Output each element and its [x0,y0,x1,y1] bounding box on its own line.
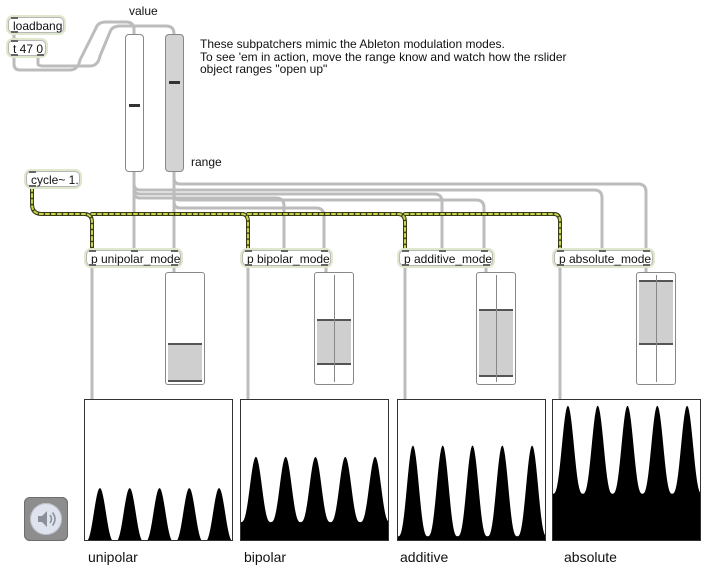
caption-unipolar: unipolar [88,549,138,565]
range-slider-knob[interactable] [169,81,180,84]
trigger-text: t 47 0 [13,42,44,56]
p-absolute-outlet-1[interactable] [557,264,564,266]
rslider-bipolar-centerline [334,275,335,382]
p-unipolar-object[interactable]: p unipolar_mode [86,250,181,266]
trigger-object[interactable]: t 47 0 [8,40,46,56]
range-slider[interactable] [165,34,184,172]
caption-additive: additive [400,549,449,565]
cycle-outlet[interactable] [29,185,36,187]
rslider-unipolar-range[interactable] [168,343,202,382]
rslider-additive[interactable] [476,272,516,385]
p-additive-outlet-1[interactable] [402,264,409,266]
cycle-text: cycle~ 1. [31,173,79,187]
rslider-unipolar[interactable] [165,272,205,385]
scope-absolute [552,399,701,541]
p-unipolar-text: p unipolar_mode [91,252,181,266]
p-bipolar-text: p bipolar_mode [247,252,330,266]
scope-bipolar-waveform [241,456,388,540]
comment-line-3: object ranges "open up" [200,62,328,76]
rslider-absolute[interactable] [636,272,676,385]
p-absolute-inlet-2[interactable] [599,250,606,252]
p-bipolar-outlet-2[interactable] [321,264,328,266]
loadbang-outlet[interactable] [11,31,18,33]
rslider-absolute-centerline [656,275,657,382]
p-bipolar-object[interactable]: p bipolar_mode [242,250,331,266]
comment-line-1: These subpatchers mimic the Ableton modu… [200,37,505,51]
p-unipolar-outlet-1[interactable] [89,264,96,266]
scope-unipolar-waveform [87,488,232,540]
p-bipolar-inlet-3[interactable] [321,250,328,252]
p-unipolar-inlet-2[interactable] [131,250,138,252]
speaker-icon [30,503,62,535]
p-additive-inlet-3[interactable] [481,250,488,252]
p-unipolar-inlet-3[interactable] [171,250,178,252]
p-absolute-object[interactable]: p absolute_mode [554,250,653,266]
p-unipolar-outlet-2[interactable] [171,264,178,266]
trigger-outlet-right[interactable] [37,54,44,56]
trigger-inlet[interactable] [11,40,18,42]
value-slider-knob[interactable] [129,104,140,107]
caption-absolute: absolute [564,549,617,565]
rslider-additive-centerline [496,275,497,382]
scope-absolute-waveform [553,405,700,540]
loadbang-text: loadbang [13,19,63,33]
loadbang-object[interactable]: loadbang [8,17,64,33]
scope-bipolar [240,399,389,541]
caption-bipolar: bipolar [244,549,287,565]
p-bipolar-inlet-1[interactable] [245,250,252,252]
p-additive-outlet-2[interactable] [483,264,490,266]
p-unipolar-inlet-1[interactable] [89,250,96,252]
loadbang-inlet[interactable] [11,17,18,19]
p-additive-object[interactable]: p additive_mode [399,250,493,266]
p-additive-text: p additive_mode [404,252,493,266]
value-slider[interactable] [125,34,144,172]
p-bipolar-outlet-1[interactable] [245,264,252,266]
rslider-bipolar[interactable] [314,272,354,385]
cycle-object[interactable]: cycle~ 1. [26,171,80,187]
p-additive-inlet-1[interactable] [402,250,409,252]
p-absolute-inlet-3[interactable] [643,250,650,252]
value-label: value [129,4,158,18]
cycle-inlet[interactable] [29,171,36,173]
trigger-outlet-left[interactable] [11,54,18,56]
scope-additive-waveform [398,445,545,540]
scope-unipolar [84,399,233,541]
p-additive-inlet-2[interactable] [439,250,446,252]
p-absolute-outlet-2[interactable] [643,264,650,266]
scope-additive [397,399,546,541]
comment-line-2: To see 'em in action, move the range kno… [200,50,567,64]
range-label: range [191,155,222,169]
p-bipolar-inlet-2[interactable] [281,250,288,252]
audio-toggle-button[interactable] [24,497,68,541]
p-absolute-inlet-1[interactable] [557,250,564,252]
p-absolute-text: p absolute_mode [559,252,652,266]
